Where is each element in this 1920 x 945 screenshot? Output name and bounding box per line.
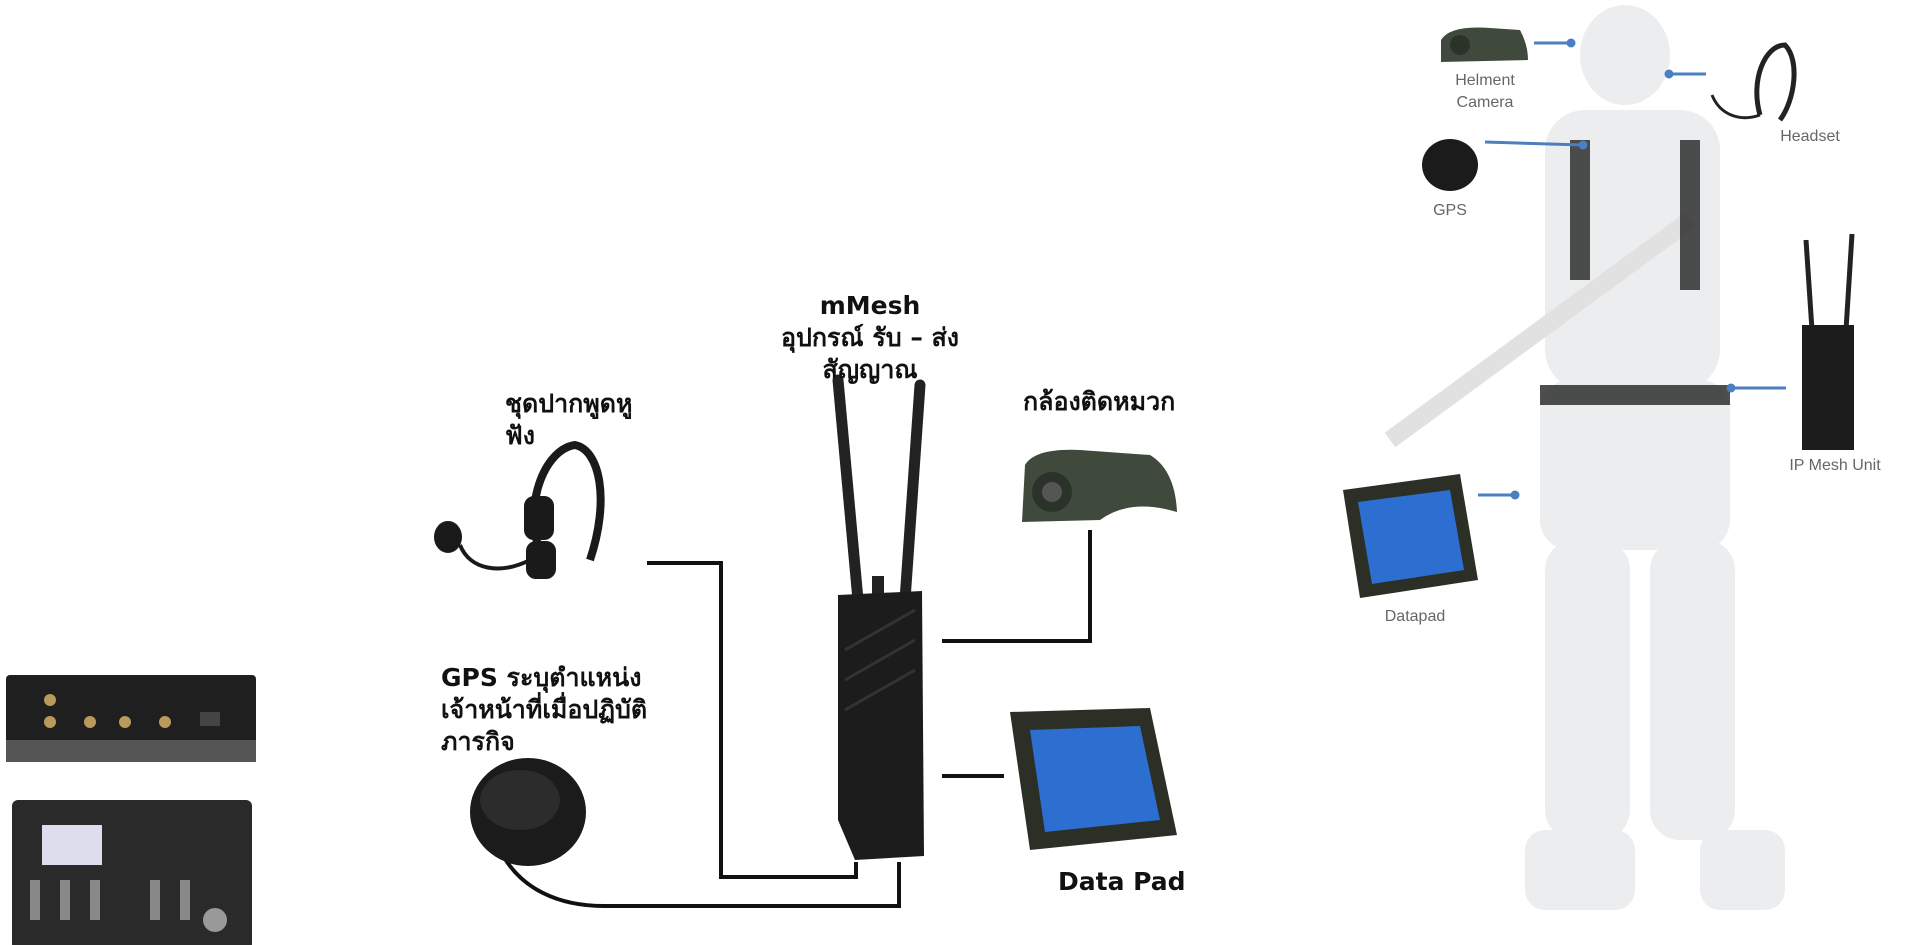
small-datapad-icon <box>1343 474 1478 598</box>
gps-puck-image <box>470 758 586 866</box>
callout-headset: Headset <box>1780 128 1840 145</box>
headset-label-line1: ชุดปากพูดหู <box>505 389 633 418</box>
headset-image <box>434 440 605 579</box>
callout-ip-mesh-unit: IP Mesh Unit <box>1789 457 1881 474</box>
mmesh-title: mMesh <box>819 291 921 320</box>
vehicle-unit-front <box>6 675 256 762</box>
small-gps-icon <box>1422 139 1478 191</box>
callout-datapad: Datapad <box>1384 608 1446 625</box>
mmesh-radio-image <box>832 374 926 860</box>
helmet-camera-image <box>1022 449 1177 522</box>
mmesh-label: mMesh อุปกรณ์ รับ – ส่ง สัญญาณ <box>760 290 980 386</box>
vehicle-unit-top <box>12 800 252 945</box>
gps-label-line1: GPS ระบุตำแหน่ง <box>441 663 642 692</box>
callout-helmet-camera: Helment Camera <box>1440 70 1530 114</box>
gps-label: GPS ระบุตำแหน่ง เจ้าหน้าที่เมื่อปฏิบัติ … <box>441 662 647 758</box>
gps-label-line3: ภารกิจ <box>441 727 515 756</box>
camera-label: กล้องติดหมวก <box>1023 387 1176 416</box>
headset-label: ชุดปากพูดหู ฟัง <box>505 388 632 452</box>
headset-label-line2: ฟัง <box>505 421 535 450</box>
datapad-tablet-image <box>1010 708 1177 850</box>
mmesh-desc-line1: อุปกรณ์ รับ – ส่ง <box>780 323 959 352</box>
soldier-harness <box>1540 140 1730 405</box>
small-ip-mesh-unit-icon <box>1802 233 1855 450</box>
gps-label-line2: เจ้าหน้าที่เมื่อปฏิบัติ <box>441 695 648 724</box>
cables <box>498 530 1092 908</box>
small-headset-icon <box>1710 42 1797 122</box>
callout-gps: GPS <box>1433 202 1467 219</box>
callout-helmet-camera-line1: Helment <box>1455 72 1515 89</box>
datapad-label: Data Pad <box>1058 867 1186 896</box>
small-helmet-camera-icon <box>1441 27 1528 62</box>
callout-lines <box>1478 38 1786 500</box>
callout-helmet-camera-line2: Camera <box>1456 94 1514 111</box>
mmesh-desc-line2: สัญญาณ <box>822 355 918 384</box>
